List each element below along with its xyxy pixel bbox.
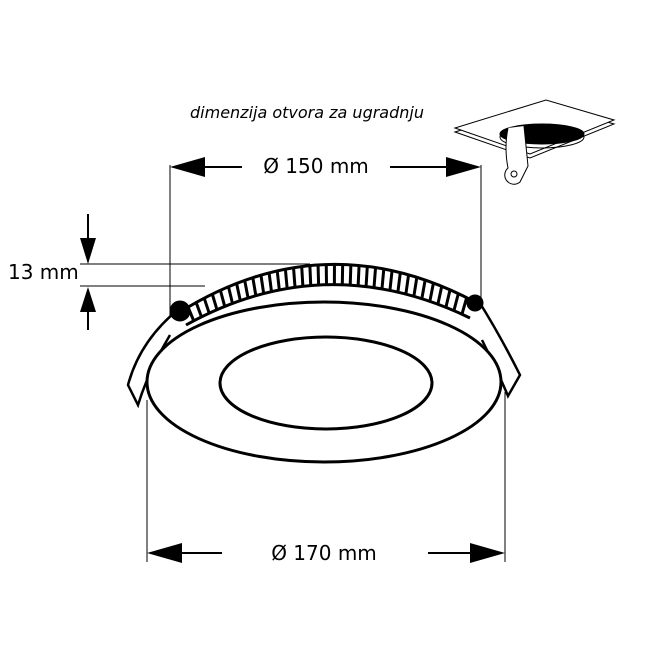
rim-rib [292, 267, 297, 288]
rim-rib [227, 286, 234, 304]
arrow-down-icon [80, 238, 96, 264]
rim-rib [356, 265, 361, 286]
rim-rib [364, 266, 369, 287]
cutout-dimension-label: Ø 150 mm [263, 154, 369, 178]
rim-rib [396, 272, 402, 293]
height-dimension-label: 13 mm [8, 260, 79, 284]
rim-rib [444, 289, 452, 308]
rim-rib [259, 274, 266, 294]
rim-rib [251, 277, 258, 296]
rim-rib [316, 264, 321, 286]
arrow-left-icon [170, 157, 205, 177]
downlight-body [126, 262, 522, 464]
rim-rib [308, 265, 313, 286]
rim-rib [275, 270, 281, 291]
rim-rib [436, 286, 444, 305]
rim-rib [388, 270, 394, 291]
cutout-illustration [453, 99, 616, 185]
rim-rib [404, 274, 411, 295]
rim-rib [210, 293, 219, 311]
caption: dimenzija otvora za ugradnju [190, 103, 424, 122]
rim-rib [452, 293, 460, 312]
rim-rib [300, 266, 305, 287]
rim-rib [420, 279, 427, 300]
rim-rib [235, 283, 242, 301]
rim-rib [283, 269, 289, 289]
rim-rib [243, 280, 250, 299]
rim-rib [218, 289, 227, 307]
rim-rib [380, 268, 386, 290]
cutout-dimension [169, 157, 482, 318]
rim-rib [372, 267, 378, 288]
rim-rib [428, 282, 435, 302]
arrow-right-icon [470, 543, 505, 563]
height-dimension [80, 214, 310, 330]
outer-dimension [146, 392, 506, 563]
rim-rib [194, 302, 203, 318]
arrow-right-icon [446, 157, 481, 177]
rim-rib [460, 297, 469, 315]
rim-rib [348, 264, 353, 286]
rim-rib [267, 272, 273, 292]
arrow-up-icon [80, 287, 96, 312]
outer-dimension-label: Ø 170 mm [271, 541, 377, 565]
rim-rib [412, 277, 419, 297]
arrow-left-icon [147, 543, 182, 563]
rim-rib [202, 297, 211, 314]
